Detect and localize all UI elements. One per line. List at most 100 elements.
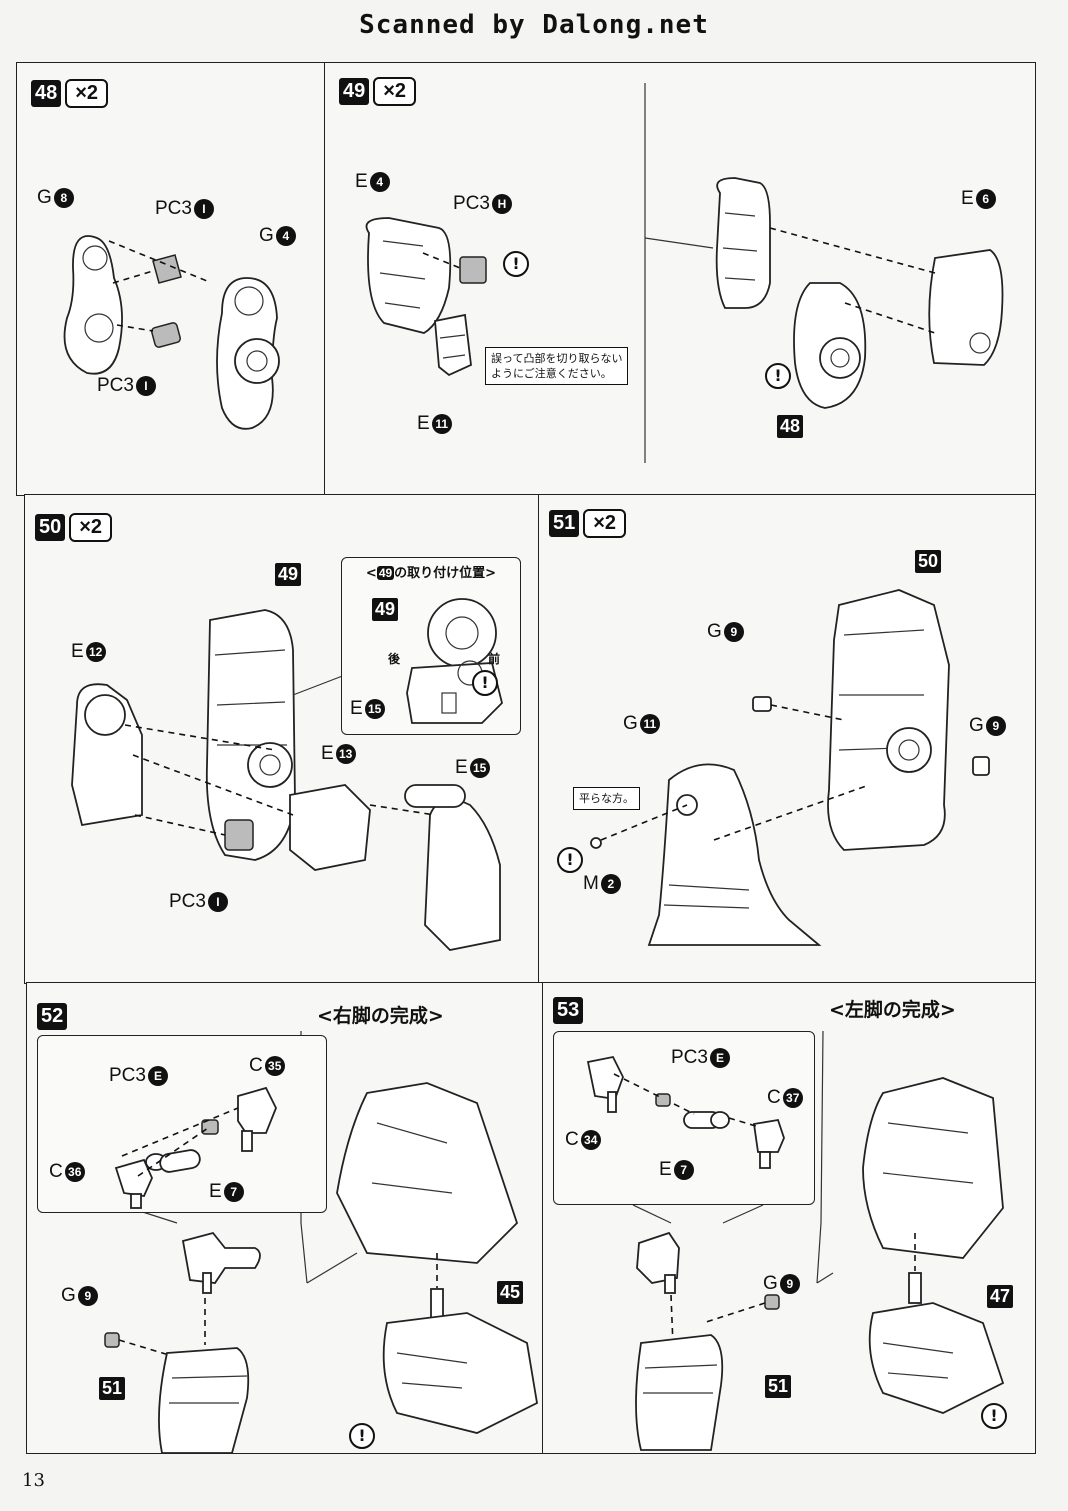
step-51-badge: 51 ×2 — [549, 509, 627, 538]
step-48-diagram — [63, 235, 280, 430]
step-number: 50 — [35, 514, 66, 541]
step-50-badge: 50 ×2 — [35, 513, 113, 542]
step-reference-48: 48 — [777, 415, 804, 438]
part-number: 11 — [431, 414, 452, 434]
caution-icon: ! — [349, 1423, 375, 1449]
step-reference-45: 45 — [497, 1281, 524, 1304]
part-number: 35 — [264, 1056, 285, 1076]
quantity-multiplier: ×2 — [65, 79, 109, 108]
inset-diagram — [586, 1055, 785, 1169]
caution-icon: ! — [557, 847, 583, 873]
quantity-multiplier: ×2 — [583, 509, 627, 538]
step-48-badge: 48 ×2 — [31, 79, 109, 108]
part-number: 13 — [335, 744, 356, 764]
caution-icon: ! — [981, 1403, 1007, 1429]
part-number: H — [491, 194, 512, 214]
part-number: 7 — [223, 1182, 244, 1202]
part-number: 37 — [782, 1088, 803, 1108]
part-number: 9 — [77, 1286, 98, 1306]
right-leg-complete-title: <右脚の完成> — [317, 1005, 444, 1027]
part-number: 4 — [275, 226, 296, 246]
step-number: 53 — [553, 997, 584, 1024]
scan-credit: Scanned by Dalong.net — [359, 10, 709, 40]
part-number: 7 — [673, 1160, 694, 1180]
part-number: 15 — [469, 758, 490, 778]
step-number: 48 — [31, 80, 62, 107]
part-number: 8 — [53, 188, 74, 208]
step-49-badge: 49 ×2 — [339, 77, 417, 106]
part-number: 9 — [779, 1274, 800, 1294]
part-number: 4 — [369, 172, 390, 192]
flat-side-note: 平らな方。 — [573, 787, 640, 810]
inset-ref-49: 49 — [372, 598, 399, 621]
step-number: 52 — [37, 1003, 68, 1030]
caution-icon: ! — [503, 251, 529, 277]
part-number: I — [135, 376, 156, 396]
left-leg-complete-title: <左脚の完成> — [829, 999, 956, 1021]
part-number: 6 — [975, 189, 996, 209]
part-number: E — [147, 1066, 168, 1086]
label-back: 後 — [388, 652, 401, 666]
step-reference-51: 51 — [765, 1375, 792, 1398]
quantity-multiplier: ×2 — [373, 77, 417, 106]
part-number: 12 — [85, 642, 106, 662]
part-number: 15 — [364, 699, 385, 719]
caution-icon: ! — [765, 363, 791, 389]
step-49-diagram — [365, 83, 1004, 463]
step-reference-49: 49 — [275, 563, 302, 586]
step-52-diagram — [104, 1031, 538, 1453]
step-reference-50: 50 — [915, 550, 942, 573]
part-number: E — [709, 1048, 730, 1068]
step-reference-51: 51 — [99, 1377, 126, 1400]
part-number: 9 — [985, 716, 1006, 736]
part-number: 9 — [723, 622, 744, 642]
step-52-badge: 52 — [37, 1003, 68, 1030]
quantity-multiplier: ×2 — [69, 513, 113, 542]
part-number: I — [207, 892, 228, 912]
part-number: 11 — [639, 714, 660, 734]
label-front: 前 — [488, 652, 501, 666]
step-51-diagram — [590, 589, 990, 946]
step-53-diagram — [632, 1030, 1005, 1451]
part-number: 36 — [64, 1162, 85, 1182]
step-reference-47: 47 — [987, 1285, 1014, 1308]
part-number: 34 — [580, 1130, 601, 1150]
step-number: 51 — [549, 510, 580, 537]
step-number: 49 — [339, 78, 370, 105]
step-53-badge: 53 — [553, 997, 584, 1024]
